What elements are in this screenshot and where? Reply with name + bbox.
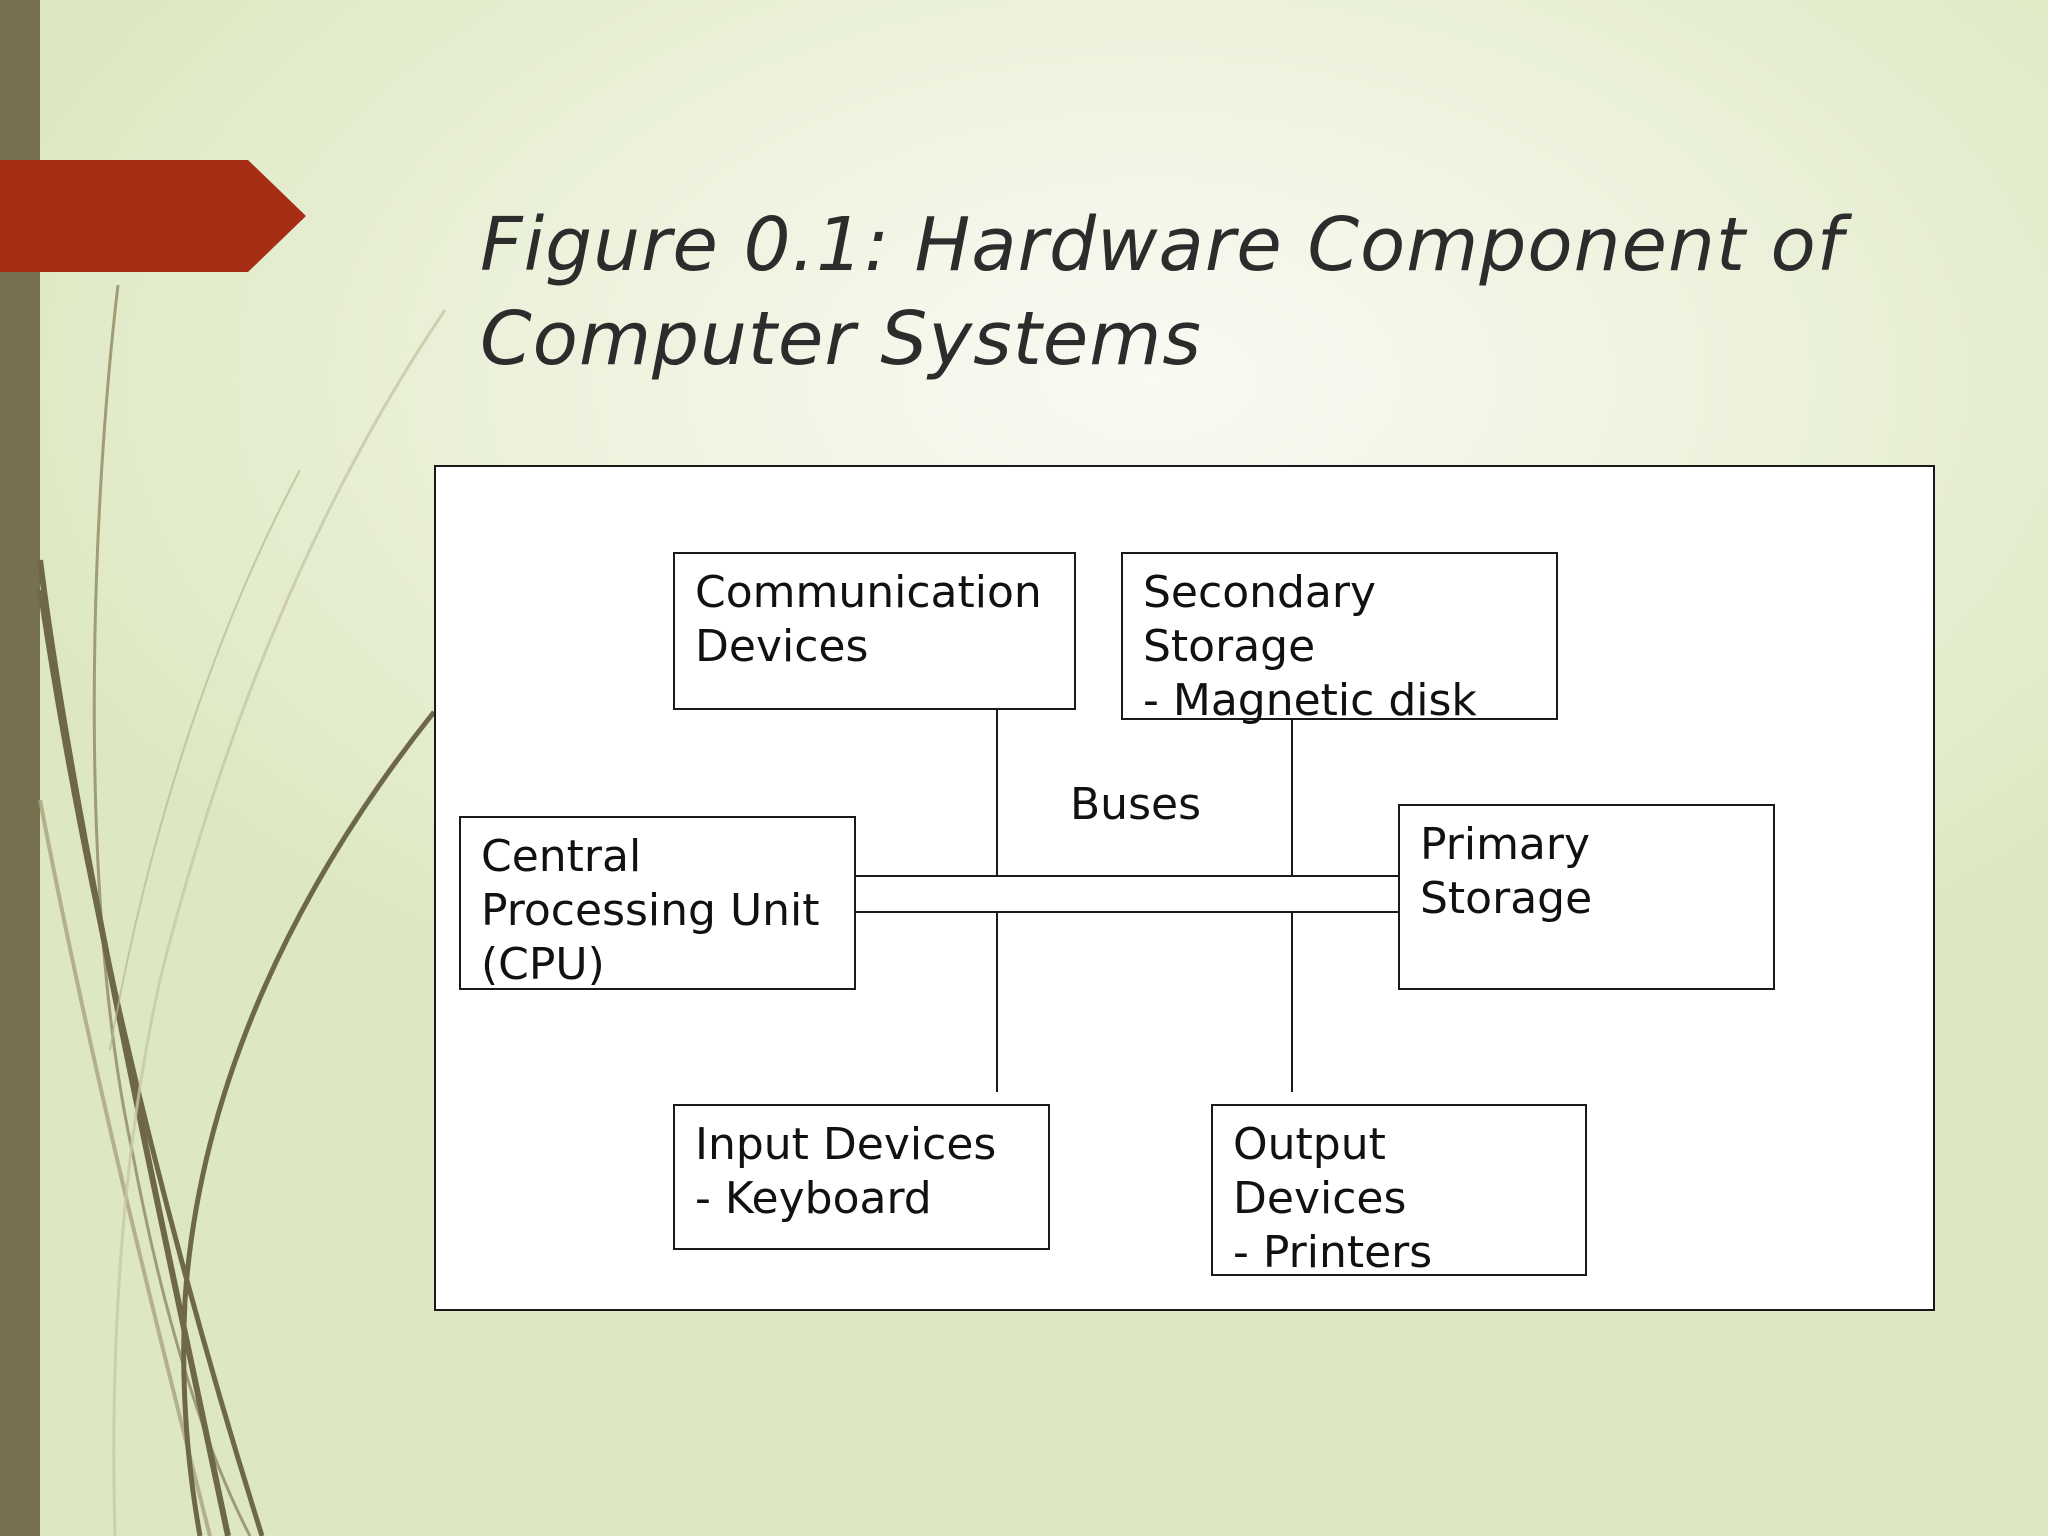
box-label-line: - Printers bbox=[1233, 1227, 1433, 1278]
box-label-line: Devices bbox=[695, 621, 869, 672]
primary-storage-box: Primary Storage bbox=[1398, 804, 1775, 990]
box-label-line: Processing Unit bbox=[481, 885, 820, 936]
box-label-line: Communication bbox=[695, 567, 1042, 618]
title-arrow-accent bbox=[0, 160, 306, 272]
box-label-line: (CPU) bbox=[481, 939, 605, 990]
slide-title-line-1: Figure 0.1: Hardware Component of bbox=[480, 202, 1844, 288]
box-label-line: Input Devices bbox=[695, 1119, 997, 1170]
box-label-line: Devices bbox=[1233, 1173, 1407, 1224]
slide-title-line-2: Computer Systems bbox=[480, 296, 1202, 382]
box-label-line: Central bbox=[481, 831, 642, 882]
box-label-line: - Keyboard bbox=[695, 1173, 932, 1224]
secondary-storage-box: Secondary Storage - Magnetic disk bbox=[1121, 552, 1558, 726]
output-devices-box: Output Devices - Printers bbox=[1211, 1104, 1587, 1278]
slide-title: Figure 0.1: Hardware Component of Comput… bbox=[480, 198, 1960, 386]
box-label-line: Primary bbox=[1420, 819, 1591, 870]
communication-devices-box: Communication Devices bbox=[673, 552, 1076, 710]
box-label-line: Output bbox=[1233, 1119, 1386, 1170]
box-label-line: - Magnetic disk bbox=[1143, 675, 1477, 726]
box-label-line: Secondary bbox=[1143, 567, 1377, 618]
box-label-line: Storage bbox=[1420, 873, 1593, 924]
input-devices-box: Input Devices - Keyboard bbox=[673, 1104, 1050, 1250]
box-label-line: Storage bbox=[1143, 621, 1316, 672]
cpu-box: Central Processing Unit (CPU) bbox=[459, 816, 856, 990]
buses-label: Buses bbox=[1070, 779, 1201, 830]
